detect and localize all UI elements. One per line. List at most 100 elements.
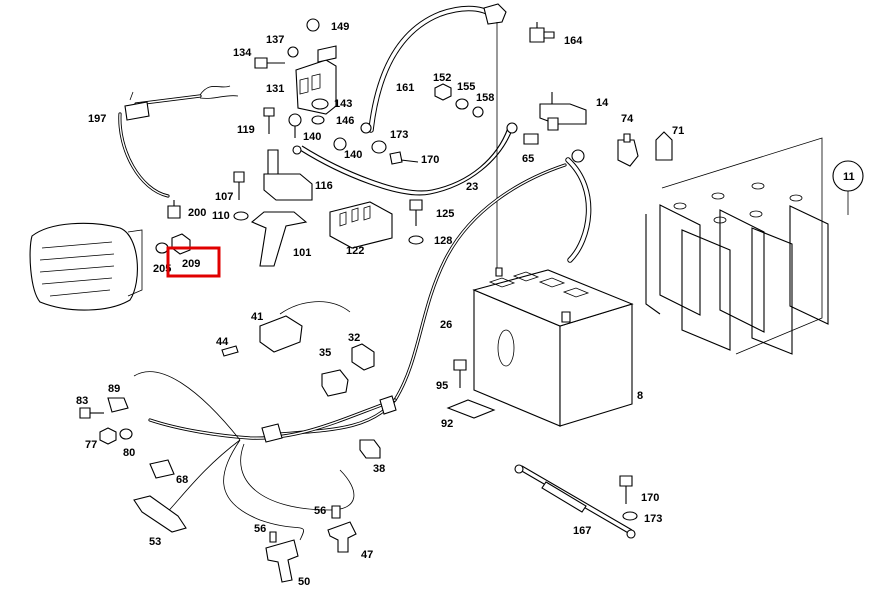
highlight-209-label: 209 xyxy=(182,258,200,270)
label-83: 83 xyxy=(76,395,88,407)
positive-cable-26 xyxy=(278,149,592,436)
alternator xyxy=(29,222,143,311)
screw-125 xyxy=(409,199,423,226)
label-77: 77 xyxy=(85,439,97,451)
label-167: 167 xyxy=(573,525,591,537)
label-95: 95 xyxy=(436,380,448,392)
washer-205 xyxy=(155,242,169,254)
terminal-clamp-164 xyxy=(529,22,555,43)
highlight-209: 209 xyxy=(166,246,221,278)
label-170-bottom: 170 xyxy=(641,492,659,504)
label-92: 92 xyxy=(441,418,453,430)
label-50: 50 xyxy=(298,576,310,588)
bracket-41 xyxy=(259,301,351,353)
label-173-top: 173 xyxy=(390,129,408,141)
cable-197 xyxy=(118,85,239,198)
nut-77 xyxy=(99,427,117,445)
cells-assembly-11 xyxy=(645,137,864,355)
label-197: 197 xyxy=(88,113,106,125)
callout-11-label: 11 xyxy=(843,171,855,183)
label-101: 101 xyxy=(293,247,311,259)
ground-strap-23 xyxy=(292,122,518,196)
bolt-170-top xyxy=(389,151,419,165)
terminal-200 xyxy=(167,200,181,219)
nut-152 xyxy=(434,83,452,101)
washer-173-top xyxy=(371,140,387,154)
label-173-bottom: 173 xyxy=(644,513,662,525)
washer-140b xyxy=(333,137,347,151)
label-119: 119 xyxy=(237,124,255,136)
label-47: 47 xyxy=(361,549,373,561)
screw-119 xyxy=(263,107,275,134)
label-158: 158 xyxy=(476,92,494,104)
screw-140a xyxy=(288,113,302,138)
labels: 149 137 134 131 143 146 119 140 140 161 … xyxy=(76,21,855,588)
label-140b: 140 xyxy=(344,149,362,161)
label-23: 23 xyxy=(466,181,478,193)
label-149: 149 xyxy=(331,21,349,33)
label-41: 41 xyxy=(251,311,263,323)
label-155: 155 xyxy=(457,81,475,93)
label-56a: 56 xyxy=(254,523,266,535)
label-143: 143 xyxy=(334,98,352,110)
bracket-101 xyxy=(250,211,308,267)
pin-56b xyxy=(331,505,341,519)
grommet-38 xyxy=(359,439,381,459)
label-107: 107 xyxy=(215,191,233,203)
sensor-32 xyxy=(351,343,375,371)
washer-110 xyxy=(233,211,249,221)
label-80: 80 xyxy=(123,447,135,459)
screw-83 xyxy=(79,407,104,419)
washer-80 xyxy=(119,428,133,440)
label-110: 110 xyxy=(212,210,230,222)
label-32: 32 xyxy=(348,332,360,344)
label-74: 74 xyxy=(621,113,634,125)
label-134: 134 xyxy=(233,47,252,59)
label-128: 128 xyxy=(434,235,452,247)
label-71: 71 xyxy=(672,125,684,137)
rod-167 xyxy=(514,464,636,539)
nut-143 xyxy=(311,98,329,110)
label-44: 44 xyxy=(216,336,229,348)
nut-209 xyxy=(171,233,191,255)
battery-cable-161 xyxy=(360,3,507,270)
sensor-50 xyxy=(265,539,299,583)
sensor-53 xyxy=(133,495,187,533)
washer-173-bottom xyxy=(622,511,638,521)
label-146: 146 xyxy=(336,115,354,127)
label-56b: 56 xyxy=(314,505,326,517)
label-14: 14 xyxy=(596,97,609,109)
label-116: 116 xyxy=(315,180,333,192)
clamp-92 xyxy=(446,399,496,419)
label-38: 38 xyxy=(373,463,385,475)
pin-44 xyxy=(221,345,239,357)
label-164: 164 xyxy=(564,35,583,47)
label-152: 152 xyxy=(433,72,451,84)
label-125: 125 xyxy=(436,208,454,220)
label-65: 65 xyxy=(522,153,534,165)
label-53: 53 xyxy=(149,536,161,548)
battery-8 xyxy=(472,267,634,427)
bolt-107 xyxy=(233,171,245,200)
label-68: 68 xyxy=(176,474,188,486)
clip-71 xyxy=(655,131,673,161)
screw-95 xyxy=(453,359,467,388)
label-200: 200 xyxy=(188,207,206,219)
terminal-89 xyxy=(107,397,129,413)
washer-128 xyxy=(408,235,424,245)
washer-155 xyxy=(455,98,469,110)
holder-14 xyxy=(539,92,587,131)
washer-158 xyxy=(472,106,484,118)
label-8: 8 xyxy=(637,390,643,402)
fuse-box-122 xyxy=(329,201,393,249)
clip-74 xyxy=(617,133,639,167)
label-170-top: 170 xyxy=(421,154,439,166)
connector-68 xyxy=(149,459,175,479)
sensor-47 xyxy=(327,521,357,553)
grommet-35 xyxy=(321,369,349,397)
label-26: 26 xyxy=(440,319,452,331)
label-35: 35 xyxy=(319,347,331,359)
clip-65 xyxy=(523,133,539,145)
pin-56a xyxy=(269,531,277,543)
